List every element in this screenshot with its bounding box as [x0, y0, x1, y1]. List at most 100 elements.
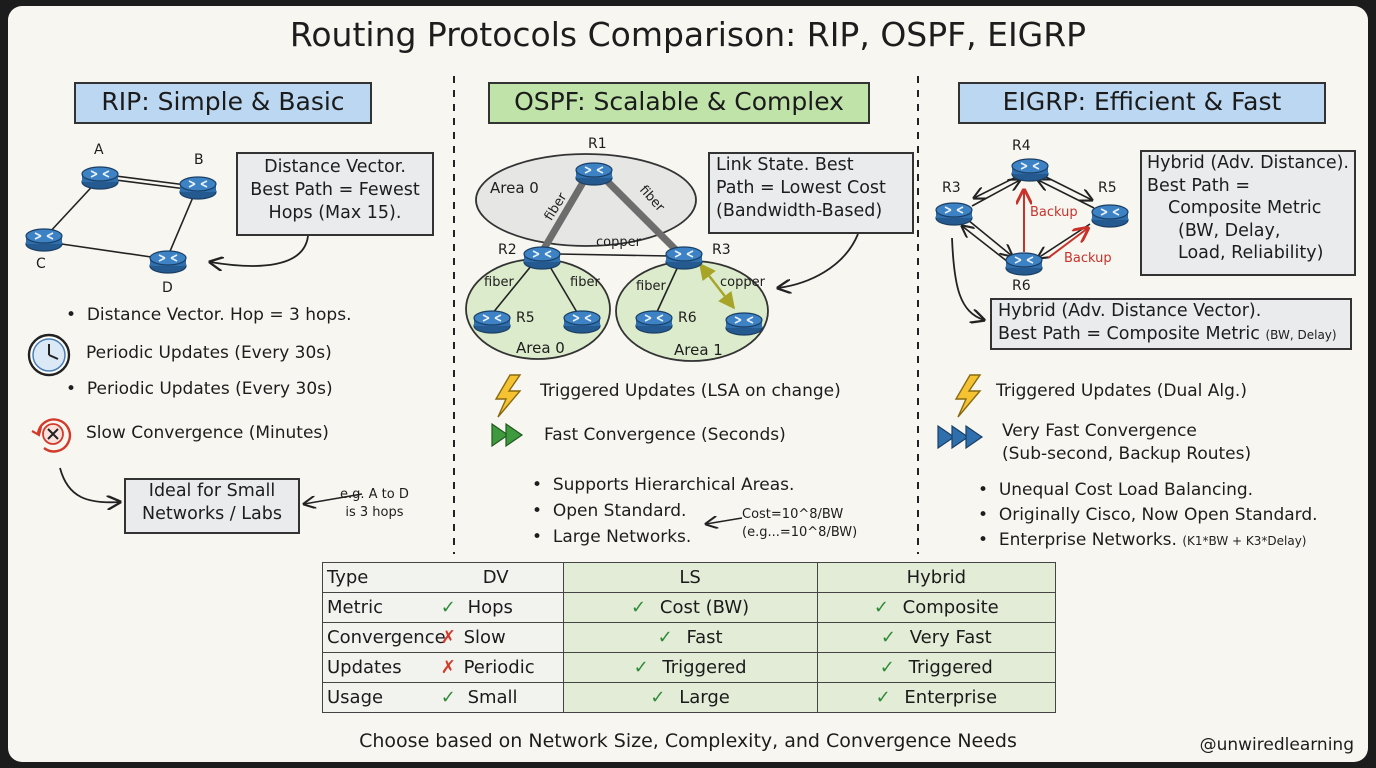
eigrp-info-line-4: (BW, Delay, — [1178, 220, 1281, 241]
ospf-bullet-text: Supports Hierarchical Areas. — [552, 475, 795, 495]
eigrp-router-r4 — [1011, 158, 1049, 182]
rip-convergence: Slow Convergence (Minutes) — [86, 423, 329, 443]
table-ls-value: Triggered — [662, 657, 747, 678]
lightning-icon — [954, 374, 982, 418]
table-cell-hybrid: ✓ Enterprise — [816, 682, 1057, 713]
rip-ideal-arrow — [59, 467, 120, 502]
table-row: Type DV LS Hybrid — [322, 562, 1057, 593]
table-ls-value: Cost (BW) — [659, 597, 750, 618]
check-icon: ✓ — [875, 687, 891, 708]
ospf-router-r5 — [473, 310, 511, 334]
rip-router-d — [149, 250, 187, 274]
eigrp-router-r5-label: R5 — [1098, 180, 1117, 196]
eigrp-bullets: • Unequal Cost Load Balancing. • Origina… — [978, 478, 1318, 554]
rip-bullet-1: • Distance Vector. Hop = 3 hops. — [66, 305, 352, 325]
ospf-info-box: Link State. Best Path = Lowest Cost (Ban… — [708, 152, 914, 234]
ospf-cost-note: Cost=10^8/BW (e.g...=10^8/BW) — [742, 506, 857, 542]
ospf-link-label-copper-2: copper — [720, 275, 765, 290]
table-ls-value: LS — [679, 567, 701, 588]
table-ls-value: Fast — [686, 627, 723, 648]
ospf-fiber-r3-r6 — [655, 261, 681, 315]
ospf-router-area0-2 — [563, 310, 601, 334]
eigrp-router-r3 — [935, 202, 973, 226]
rip-note-arrow — [304, 493, 363, 504]
ospf-bullet: • Supports Hierarchical Areas. — [532, 475, 795, 495]
check-icon: ✓ — [873, 597, 889, 618]
ospf-router-r3-label: R3 — [712, 242, 731, 258]
ospf-cost-note-line-2: (e.g...=10^8/BW) — [742, 525, 858, 540]
eigrp-formula: (K1*BW + K3*Delay) — [1182, 534, 1307, 548]
comparison-table-body: Type DV LS Hybrid Metric ✓ Hops ✓ Cost (… — [322, 562, 1057, 713]
eigrp-hybrid-line-1: Hybrid (Adv. Distance Vector). — [998, 301, 1262, 321]
eigrp-info-line-2: Best Path = — [1147, 175, 1250, 196]
slow-convergence-icon — [31, 418, 72, 453]
ospf-router-r5-label: R5 — [516, 310, 535, 326]
rip-node-c-label: C — [36, 256, 46, 272]
ospf-router-r2-label: R2 — [498, 242, 517, 258]
table-cell-hybrid: Hybrid — [816, 562, 1057, 593]
very-fast-forward-icon — [937, 424, 984, 450]
check-icon: ✓ — [633, 657, 649, 678]
eigrp-info-box: Hybrid (Adv. Distance). Best Path = Comp… — [1140, 150, 1356, 276]
ospf-info-line-3: (Bandwidth-Based) — [716, 201, 883, 221]
comparison-table: Type DV LS Hybrid Metric ✓ Hops ✓ Cost (… — [322, 562, 1057, 713]
eigrp-router-r5 — [1091, 204, 1129, 228]
table-ls-value: Large — [679, 687, 730, 708]
cross-icon: ✗ — [440, 657, 456, 678]
rip-router-a — [81, 166, 119, 190]
eigrp-hybrid-box: Hybrid (Adv. Distance Vector). Best Path… — [990, 298, 1352, 350]
eigrp-hybrid-line-2: Best Path = Composite Metric (BW, Delay) — [998, 323, 1350, 347]
table-dv-value: Small — [467, 687, 518, 708]
check-icon: ✓ — [631, 597, 647, 618]
eigrp-convergence-line-1: Very Fast Convergence — [1002, 421, 1197, 441]
eigrp-info-line-3: Composite Metric — [1168, 198, 1322, 218]
table-row-label: Updates — [327, 657, 402, 678]
table-cell-dv: Convergence ✗ Slow — [322, 622, 564, 653]
rip-info-line-1: Distance Vector. — [264, 157, 406, 177]
rip-ideal-line-2: Networks / Labs — [142, 504, 282, 524]
table-dv-value: Hops — [467, 597, 513, 618]
check-icon: ✓ — [879, 657, 895, 678]
ospf-convergence: Fast Convergence (Seconds) — [544, 425, 786, 445]
ospf-link-label-fiber-3: fiber — [484, 275, 514, 290]
ospf-area-0-left-label: Area 0 — [516, 339, 565, 357]
table-hybrid-value: Composite — [902, 597, 999, 618]
eigrp-backup-r6-r5 — [1047, 228, 1088, 259]
table-hybrid-value: Triggered — [908, 657, 993, 678]
fast-forward-icon — [491, 422, 524, 448]
ospf-box-arrow — [778, 233, 859, 288]
ospf-router-r6-label: R6 — [678, 310, 697, 326]
ospf-fiber-r1-r3 — [597, 171, 681, 255]
eigrp-link-r5-r4 — [1038, 180, 1095, 209]
rip-bullet-1-text: Distance Vector. Hop = 3 hops. — [86, 305, 352, 325]
ospf-bullet-text: Large Networks. — [552, 527, 692, 547]
eigrp-box-arrow — [951, 237, 984, 320]
table-cell-ls: ✓ Triggered — [562, 652, 818, 683]
rip-ideal-box: Ideal for Small Networks / Labs — [124, 478, 300, 534]
diagram-lines — [25, 76, 1129, 554]
eigrp-bullet: • Enterprise Networks. (K1*BW + K3*Delay… — [978, 530, 1307, 550]
table-cell-ls: ✓ Cost (BW) — [562, 592, 818, 623]
ospf-router-r2 — [523, 246, 561, 270]
canvas: Routing Protocols Comparison: RIP, OSPF,… — [8, 6, 1368, 762]
eigrp-router-r6 — [1005, 252, 1043, 276]
eigrp-hybrid-line-2-text: Best Path = Composite Metric — [998, 324, 1260, 344]
table-cell-hybrid: ✓ Very Fast — [816, 622, 1057, 653]
ospf-area-0-backbone — [475, 153, 697, 247]
rip-box-arrow — [210, 235, 309, 266]
check-icon: ✓ — [440, 687, 456, 708]
table-row-label: Type — [327, 567, 369, 588]
eigrp-hybrid-small: (BW, Delay) — [1265, 328, 1337, 342]
eigrp-convergence: Very Fast Convergence (Sub-second, Backu… — [1002, 420, 1251, 466]
ospf-area-0-backbone-label: Area 0 — [490, 179, 539, 197]
table-cell-ls: LS — [562, 562, 818, 593]
rip-info-line-2: Best Path = Fewest — [250, 180, 420, 200]
table-row: Convergence ✗ Slow ✓ Fast ✓ Very Fast — [322, 622, 1057, 653]
eigrp-bullet: • Unequal Cost Load Balancing. — [978, 480, 1254, 500]
rip-info-box: Distance Vector. Best Path = Fewest Hops… — [236, 152, 434, 236]
table-dv-value: Slow — [463, 627, 506, 648]
eigrp-backup-label-2: Backup — [1064, 251, 1112, 266]
table-cell-dv: Usage ✓ Small — [322, 682, 564, 713]
ospf-bullet-text: Open Standard. — [552, 501, 687, 521]
table-cell-hybrid: ✓ Composite — [816, 592, 1057, 623]
